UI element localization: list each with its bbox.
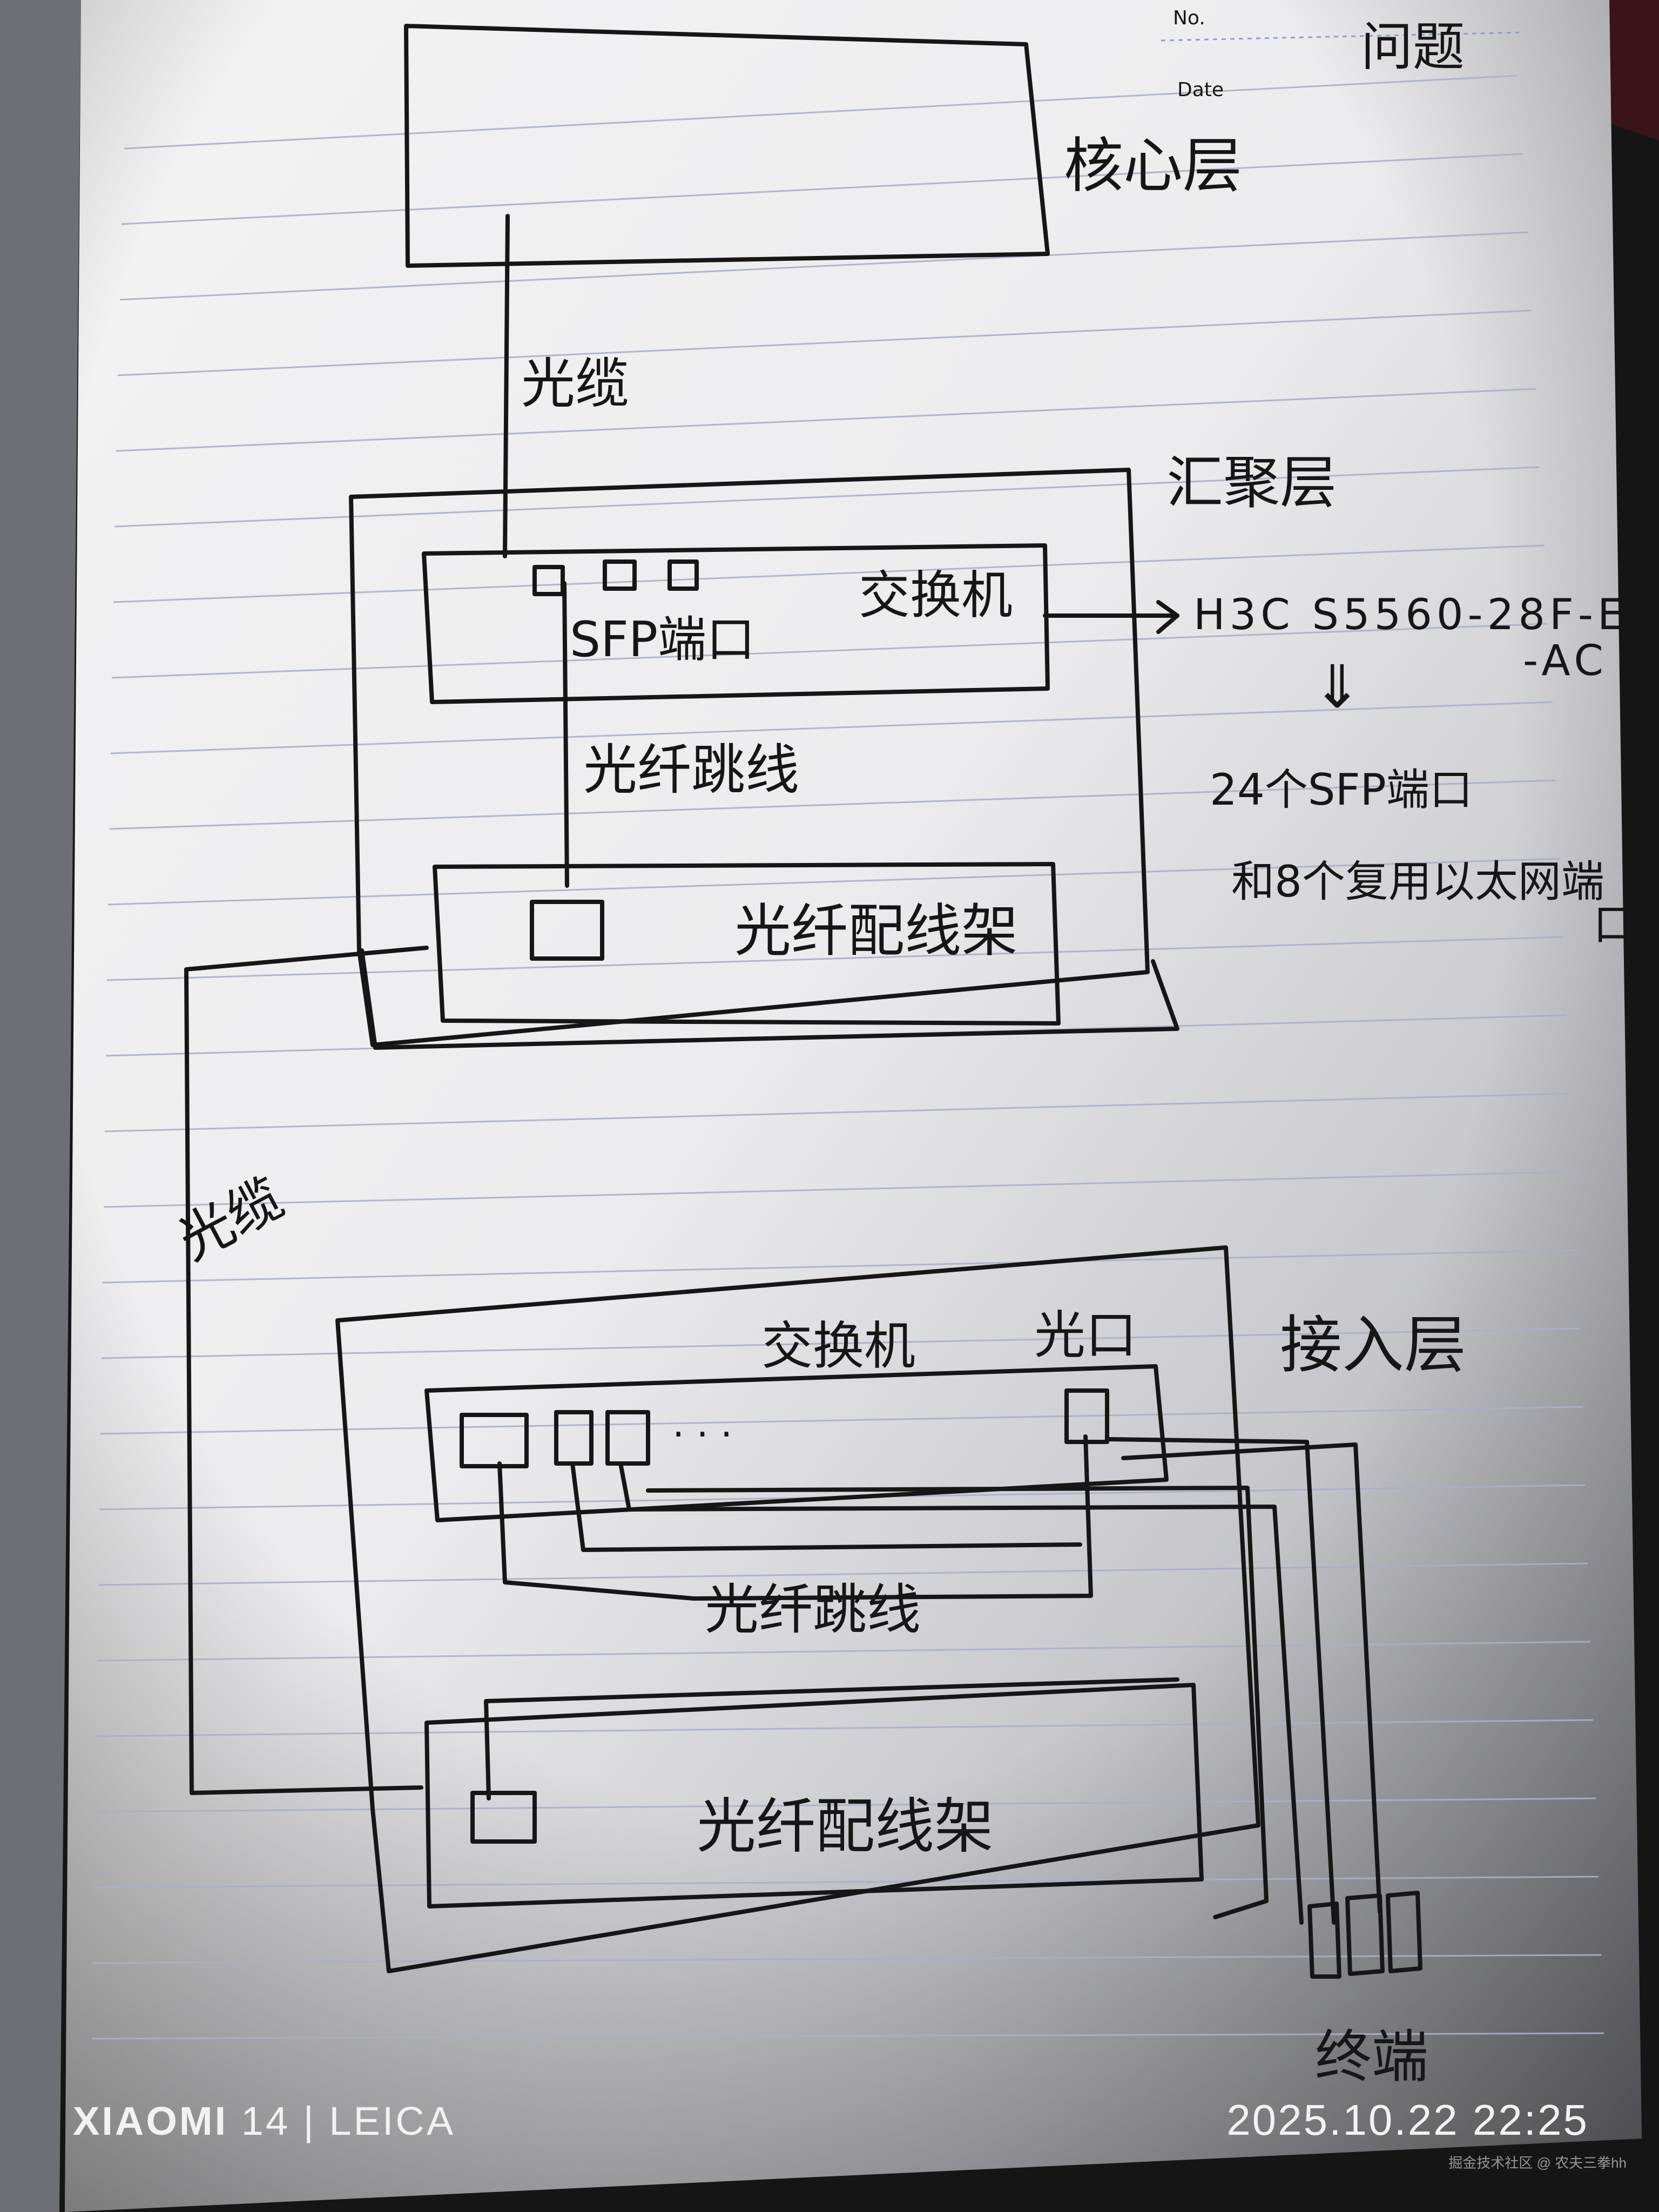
model-down-arrow: ⇓ bbox=[1312, 652, 1362, 721]
corner-note: 问题 bbox=[1361, 17, 1465, 77]
camera-brand: XIAOMI 14 | LEICA bbox=[73, 2098, 455, 2144]
agg-odf-box bbox=[433, 862, 1061, 1026]
access-port-1 bbox=[460, 1413, 529, 1468]
header-no: No. bbox=[1173, 7, 1205, 29]
sfp-port-label: SFP端口 bbox=[570, 611, 755, 668]
access-fiber-jumper bbox=[497, 1434, 1093, 1601]
aggregation-layer-box bbox=[349, 468, 1150, 1047]
core-to-agg-cable bbox=[503, 214, 510, 558]
optical-port-label: 光口 bbox=[1034, 1306, 1137, 1365]
model-arrow-head bbox=[1156, 600, 1179, 634]
photo-timestamp: 2025.10.22 22:25 bbox=[1226, 2096, 1589, 2144]
terminal-cable-3 bbox=[1121, 1442, 1382, 1914]
switch-spec-line1: 24个SFP端口 bbox=[1210, 765, 1473, 815]
core-layer-label: 核心层 bbox=[1064, 131, 1242, 200]
terminal-device-3 bbox=[1386, 1891, 1422, 1973]
agg-fiber-jumper bbox=[562, 581, 569, 888]
agg-switch-label: 交换机 bbox=[859, 566, 1013, 625]
terminal-cable-2 bbox=[1105, 1437, 1336, 1925]
port-ellipsis: · · · bbox=[672, 1412, 732, 1456]
agg-to-access-cable bbox=[184, 946, 429, 1795]
access-odf-label: 光纤配线架 bbox=[697, 1792, 994, 1861]
core-layer-box bbox=[404, 24, 1050, 268]
switch-model-line2: -AC bbox=[1523, 637, 1608, 685]
switch-model-line1: H3C S5560-28F-EI bbox=[1193, 591, 1645, 639]
terminal-device-2 bbox=[1345, 1893, 1385, 1976]
agg-odf-label: 光纤配线架 bbox=[734, 898, 1018, 964]
terminal-cable-4 bbox=[646, 1486, 1269, 1919]
terminal-cable-1 bbox=[619, 1464, 1304, 1925]
header-date: Date bbox=[1177, 79, 1224, 101]
access-switch-box bbox=[424, 1364, 1169, 1522]
sfp-port-2 bbox=[603, 559, 637, 591]
brand-model: 14 bbox=[241, 2099, 290, 2143]
access-jumper-branch bbox=[570, 1461, 1082, 1552]
brand-name: XIAOMI bbox=[73, 2099, 228, 2143]
access-odf-port bbox=[470, 1791, 537, 1844]
brand-separator: | bbox=[303, 2099, 316, 2143]
access-layer-box bbox=[335, 1245, 1260, 1973]
left-page-edge bbox=[0, 0, 81, 2212]
agg-jumper-label: 光纤跳线 bbox=[583, 738, 799, 801]
access-port-3 bbox=[605, 1410, 650, 1466]
terminal-label: 终端 bbox=[1315, 2024, 1428, 2090]
odf-port-link bbox=[484, 1677, 1179, 1800]
agg-odf-port bbox=[530, 900, 604, 961]
agg-switch-box bbox=[422, 543, 1050, 704]
switch-spec-line3: 口 bbox=[1593, 900, 1636, 950]
watermark: 掘金技术社区 @ 农夫三拳hh bbox=[1448, 2155, 1627, 2171]
terminal-device-1 bbox=[1307, 1901, 1341, 1979]
access-odf-box bbox=[424, 1683, 1204, 1908]
access-jumper-label: 光纤跳线 bbox=[705, 1578, 921, 1641]
top-fiber-cable-label: 光缆 bbox=[521, 352, 629, 415]
access-switch-label: 交换机 bbox=[761, 1317, 915, 1376]
aggregation-layer-label: 汇聚层 bbox=[1166, 450, 1337, 516]
agg-loop-line bbox=[360, 948, 1179, 1050]
sfp-port-1 bbox=[532, 565, 565, 596]
access-layer-label: 接入层 bbox=[1280, 1309, 1466, 1381]
switch-spec-line2: 和8个复用以太网端 bbox=[1231, 857, 1604, 907]
sfp-port-3 bbox=[667, 559, 699, 591]
brand-lens: LEICA bbox=[329, 2099, 456, 2143]
